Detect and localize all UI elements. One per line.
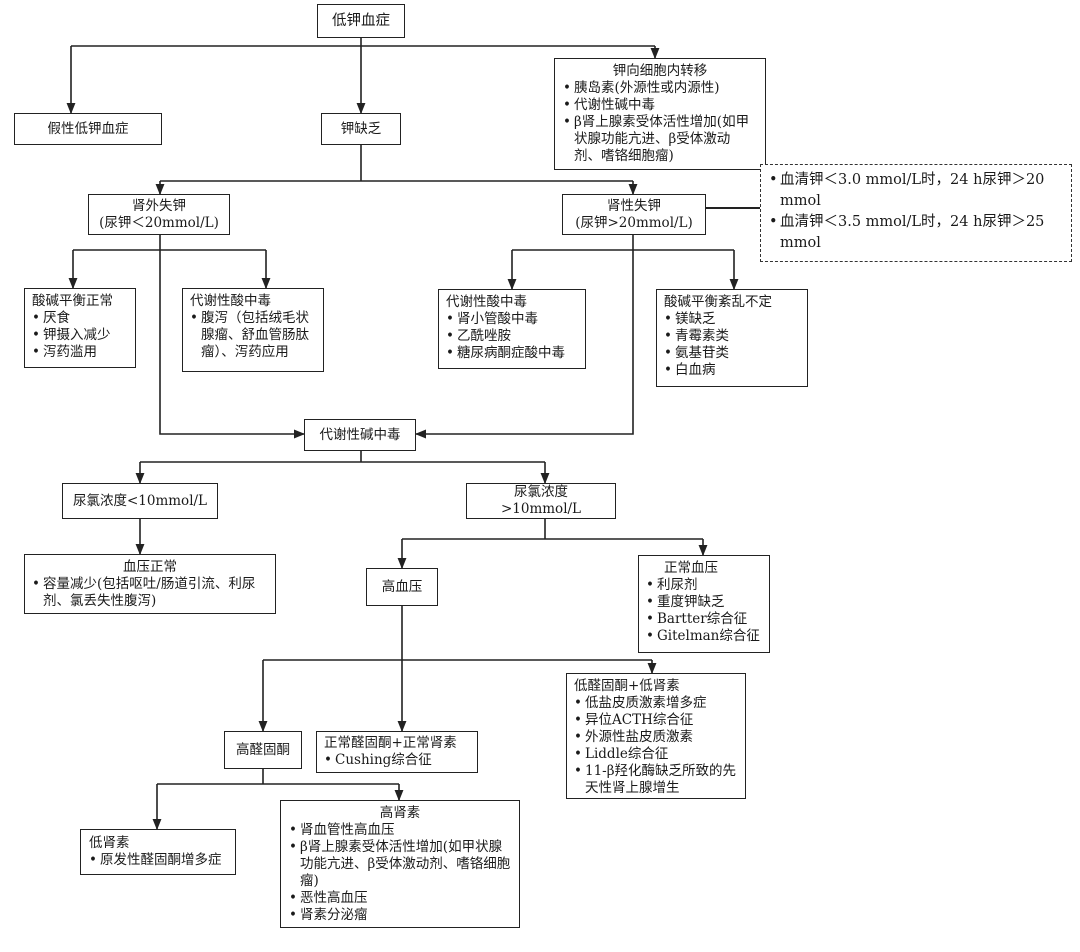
list-item: 11-β羟化酶缺乏所致的先天性肾上腺增生 [574,763,738,797]
node-acid-base-variable-title: 酸碱平衡紊乱不定 [664,294,772,310]
list-item: 乙酰唑胺 [446,328,578,345]
node-renal-loss-title: 肾性失钾 [607,198,661,214]
node-high-aldosterone-label: 高醛固酮 [236,741,290,758]
node-metabolic-alkalosis-label: 代谢性碱中毒 [319,426,401,443]
list-item: 腹泻（包括绒毛状腺瘤、舒血管肠肽瘤）、泻药应用 [190,310,316,361]
list-item: 异位ACTH综合征 [574,712,738,729]
node-pseudohypokalemia: 假性低钾血症 [14,113,162,145]
list-item: 镁缺乏 [664,311,800,328]
node-acid-base-normal: 酸碱平衡正常 厌食 钾摄入减少 泻药滥用 [24,288,136,368]
node-normotensive-volume-list: 容量减少(包括呕吐/肠道引流、利尿剂、氯丢失性腹泻) [32,576,268,610]
node-normotensive-volume: 血压正常 容量减少(包括呕吐/肠道引流、利尿剂、氯丢失性腹泻) [24,554,276,614]
list-item: 原发性醛固酮增多症 [89,852,227,869]
list-item: 肾血管性高血压 [289,822,511,839]
node-normotensive: 正常血压 利尿剂 重度钾缺乏 Bartter综合征 Gitelman综合征 [638,555,770,653]
node-renal-loss: 肾性失钾 (尿钾>20mmol/L) [562,194,706,235]
list-item: 血清钾＜3.0 mmol/L时，24 h尿钾＞20 mmol [769,170,1063,212]
list-item: 利尿剂 [646,577,762,594]
edge-extrarenal-to-alkalosis [159,235,306,439]
node-hypertension-label: 高血压 [381,578,423,595]
node-acid-base-variable-list: 镁缺乏 青霉素类 氨基苷类 白血病 [664,311,800,379]
node-potassium-deficit-label: 钾缺乏 [340,120,382,137]
node-high-renin-title: 高肾素 [379,805,421,821]
node-extrarenal-loss-sub: (尿钾＜20mmol/L) [99,215,219,231]
edge-renal-to-alkalosis [414,235,634,439]
node-normotensive-list: 利尿剂 重度钾缺乏 Bartter综合征 Gitelman综合征 [646,577,762,645]
list-item: 胰岛素(外源性或内源性) [563,80,757,97]
list-item: 容量减少(包括呕吐/肠道引流、利尿剂、氯丢失性腹泻) [32,576,268,610]
node-hypokalemia-label: 低钾血症 [332,12,390,29]
list-item: 厌食 [32,310,128,327]
node-metabolic-acidosis-renal-list: 肾小管酸中毒 乙酰唑胺 糖尿病酮症酸中毒 [446,311,578,362]
node-normal-aldosterone-renin: 正常醛固酮+正常肾素 Cushing综合征 [316,731,478,773]
node-extrarenal-loss-title: 肾外失钾 [132,198,186,214]
node-hypokalemia: 低钾血症 [317,4,405,38]
node-normotensive-volume-title: 血压正常 [123,559,177,575]
node-intracellular-shift: 钾向细胞内转移 胰岛素(外源性或内源性) 代谢性碱中毒 β肾上腺素受体活性增加(… [554,58,766,170]
list-item: β肾上腺素受体活性增加(如甲状腺功能亢进、β受体激动剂、嗜铬细胞瘤) [289,839,511,890]
list-item: β肾上腺素受体活性增加(如甲状腺功能亢进、β受体激动剂、嗜铬细胞瘤) [563,114,757,165]
list-item: 氨基苷类 [664,345,800,362]
list-item: 恶性高血压 [289,890,511,907]
node-high-aldosterone: 高醛固酮 [224,731,302,769]
node-intracellular-shift-title: 钾向细胞内转移 [612,63,708,79]
list-item: 青霉素类 [664,328,800,345]
node-acid-base-variable: 酸碱平衡紊乱不定 镁缺乏 青霉素类 氨基苷类 白血病 [656,289,808,387]
node-urine-chloride-high-label: 尿氯浓度>10mmol/L [500,484,582,517]
node-pseudohypokalemia-label: 假性低钾血症 [47,120,129,137]
node-low-renin: 低肾素 原发性醛固酮增多症 [80,829,236,875]
node-acid-base-normal-list: 厌食 钾摄入减少 泻药滥用 [32,310,128,361]
node-metabolic-alkalosis: 代谢性碱中毒 [304,419,416,451]
node-low-aldosterone-low-renin-title: 低醛固酮+低肾素 [574,678,680,694]
list-item: Cushing综合征 [324,752,470,769]
node-potassium-deficit: 钾缺乏 [321,113,401,145]
node-low-renin-list: 原发性醛固酮增多症 [89,852,227,869]
node-normotensive-title: 正常血压 [664,560,718,576]
node-urine-chloride-low: 尿氯浓度<10mmol/L [62,483,218,519]
node-low-renin-title: 低肾素 [89,835,130,851]
node-high-renin: 高肾素 肾血管性高血压 β肾上腺素受体活性增加(如甲状腺功能亢进、β受体激动剂、… [280,800,520,928]
node-intracellular-shift-list: 胰岛素(外源性或内源性) 代谢性碱中毒 β肾上腺素受体活性增加(如甲状腺功能亢进… [563,80,757,165]
node-low-aldosterone-low-renin: 低醛固酮+低肾素 低盐皮质激素增多症 异位ACTH综合征 外源性盐皮质激素 Li… [566,673,746,799]
node-urine-chloride-low-label: 尿氯浓度<10mmol/L [72,492,208,509]
node-high-renin-list: 肾血管性高血压 β肾上腺素受体活性增加(如甲状腺功能亢进、β受体激动剂、嗜铬细胞… [289,822,511,924]
node-renal-loss-sub: (尿钾>20mmol/L) [575,215,693,231]
node-urine-chloride-high: 尿氯浓度>10mmol/L [466,483,616,519]
node-metabolic-acidosis-renal: 代谢性酸中毒 肾小管酸中毒 乙酰唑胺 糖尿病酮症酸中毒 [438,289,586,369]
list-item: 肾小管酸中毒 [446,311,578,328]
list-item: 钾摄入减少 [32,327,128,344]
note-criteria-list: 血清钾＜3.0 mmol/L时，24 h尿钾＞20 mmol 血清钾＜3.5 m… [769,170,1063,254]
list-item: 肾素分泌瘤 [289,907,511,924]
list-item: 代谢性碱中毒 [563,97,757,114]
list-item: Liddle综合征 [574,746,738,763]
node-metabolic-acidosis-extrarenal-title: 代谢性酸中毒 [190,293,271,309]
node-metabolic-acidosis-extrarenal: 代谢性酸中毒 腹泻（包括绒毛状腺瘤、舒血管肠肽瘤）、泻药应用 [182,288,324,372]
list-item: 白血病 [664,362,800,379]
list-item: Bartter综合征 [646,611,762,628]
list-item: 外源性盐皮质激素 [574,729,738,746]
node-low-aldosterone-low-renin-list: 低盐皮质激素增多症 异位ACTH综合征 外源性盐皮质激素 Liddle综合征 1… [574,695,738,797]
note-urine-potassium-criteria: 血清钾＜3.0 mmol/L时，24 h尿钾＞20 mmol 血清钾＜3.5 m… [760,164,1072,262]
node-normal-aldosterone-renin-list: Cushing综合征 [324,752,470,769]
list-item: Gitelman综合征 [646,628,762,645]
list-item: 泻药滥用 [32,344,128,361]
node-acid-base-normal-title: 酸碱平衡正常 [32,293,113,309]
node-metabolic-acidosis-renal-title: 代谢性酸中毒 [446,294,527,310]
node-normal-aldosterone-renin-title: 正常醛固酮+正常肾素 [324,735,457,751]
list-item: 血清钾＜3.5 mmol/L时，24 h尿钾＞25 mmol [769,212,1063,254]
node-hypertension: 高血压 [366,568,438,606]
list-item: 糖尿病酮症酸中毒 [446,345,578,362]
list-item: 重度钾缺乏 [646,594,762,611]
node-extrarenal-loss: 肾外失钾 (尿钾＜20mmol/L) [88,194,230,235]
list-item: 低盐皮质激素增多症 [574,695,738,712]
node-metabolic-acidosis-extrarenal-list: 腹泻（包括绒毛状腺瘤、舒血管肠肽瘤）、泻药应用 [190,310,316,361]
